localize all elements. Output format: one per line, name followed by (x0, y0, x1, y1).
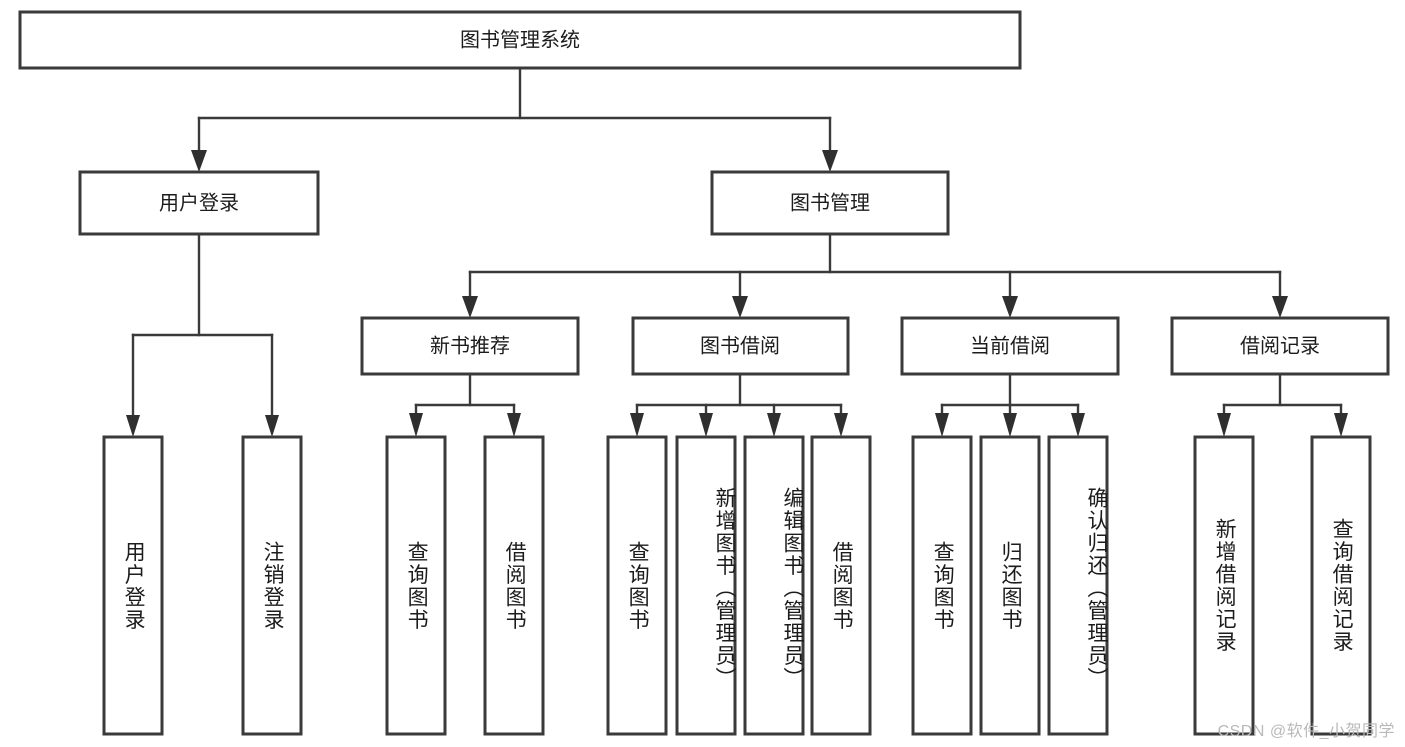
leaf-user-login-1-label: 注销登录 (261, 540, 285, 631)
node-root-book-management-system[interactable]: 图书管理系统 (18, 10, 1022, 70)
leaf-book-borrow-3-box (810, 435, 872, 736)
leaf-new-book-recommend-0-label: 查询图书 (405, 540, 429, 631)
connector-layer (126, 67, 1348, 437)
node-current-borrow-label: 当前借阅 (970, 334, 1050, 357)
node-book-management[interactable]: 图书管理 (710, 170, 950, 236)
leaf-current-borrow-0[interactable]: 查询图书 (911, 435, 973, 736)
node-book-borrow-label: 图书借阅 (700, 334, 780, 357)
node-root-label: 图书管理系统 (460, 28, 580, 51)
arrow-currentborrow-l3 (1071, 413, 1085, 437)
arrow-borrowrecord-l2 (1334, 413, 1348, 437)
leaf-borrow-record-0-box (1193, 435, 1255, 736)
leaf-current-borrow-1-box (979, 435, 1041, 736)
leaf-borrow-record-0[interactable]: 新增借阅记录 (1193, 435, 1255, 736)
leaf-book-borrow-1[interactable]: 新增图书（管理员） (675, 435, 737, 736)
node-book-borrow-box (631, 316, 850, 376)
leaf-user-login-1-box (241, 435, 303, 736)
node-current-borrow-box (900, 316, 1120, 376)
leaf-user-login-0-box (102, 435, 164, 736)
node-new-book-recommend-label: 新书推荐 (430, 334, 510, 357)
leaf-user-login-1[interactable]: 注销登录 (241, 435, 303, 736)
node-new-book-recommend-box (360, 316, 580, 376)
leaf-current-borrow-0-label: 查询图书 (931, 540, 955, 631)
leaf-book-borrow-1-box (675, 435, 737, 736)
arrow-bookborrow-l4 (834, 413, 848, 437)
arrow-currentborrow-l1 (935, 413, 949, 437)
node-root-box (18, 10, 1022, 70)
leaf-book-borrow-1-label: 新增图书（管理员） (713, 487, 736, 690)
leaf-borrow-record-0-label: 新增借阅记录 (1213, 518, 1237, 653)
arrow-root-to-bookmgmt (822, 150, 838, 172)
leaf-borrow-record-1[interactable]: 查询借阅记录 (1310, 435, 1372, 736)
leaf-book-borrow-2-label: 编辑图书（管理员） (781, 487, 804, 690)
leaf-book-borrow-0[interactable]: 查询图书 (606, 435, 668, 736)
leaf-current-borrow-0-box (911, 435, 973, 736)
leaf-borrow-record-1-label: 查询借阅记录 (1330, 518, 1354, 653)
node-borrow-record[interactable]: 借阅记录 (1170, 316, 1390, 376)
leaf-current-borrow-2-box (1047, 435, 1109, 736)
arrow-newbook-l1 (409, 413, 423, 437)
leaf-current-borrow-2[interactable]: 确认归还（管理员） (1047, 435, 1109, 736)
arrow-currentborrow-l2 (1003, 413, 1017, 437)
node-user-login[interactable]: 用户登录 (78, 170, 320, 236)
arrow-bookmgmt-c1 (462, 296, 478, 318)
arrow-bookmgmt-c4 (1272, 296, 1288, 318)
node-book-management-box (710, 170, 950, 236)
leaf-new-book-recommend-1[interactable]: 借阅图书 (483, 435, 545, 736)
leaf-book-borrow-2[interactable]: 编辑图书（管理员） (743, 435, 805, 736)
node-borrow-record-box (1170, 316, 1390, 376)
leaf-current-borrow-1[interactable]: 归还图书 (979, 435, 1041, 736)
arrow-bookborrow-l3 (767, 413, 781, 437)
node-current-borrow[interactable]: 当前借阅 (900, 316, 1120, 376)
leaf-current-borrow-1-label: 归还图书 (999, 540, 1023, 631)
arrow-bookmgmt-c2 (732, 296, 748, 318)
leaf-book-borrow-0-box (606, 435, 668, 736)
node-new-book-recommend[interactable]: 新书推荐 (360, 316, 580, 376)
leaf-current-borrow-2-label: 确认归还（管理员） (1085, 487, 1108, 690)
leaf-borrow-record-1-box (1310, 435, 1372, 736)
leaf-new-book-recommend-0[interactable]: 查询图书 (385, 435, 447, 736)
node-user-login-label: 用户登录 (159, 191, 239, 214)
arrow-borrowrecord-l1 (1217, 413, 1231, 437)
node-book-management-label: 图书管理 (790, 191, 870, 214)
leaf-book-borrow-3[interactable]: 借阅图书 (810, 435, 872, 736)
leaf-user-login-0-label: 用户登录 (122, 540, 146, 631)
node-user-login-box (78, 170, 320, 236)
leaf-new-book-recommend-0-box (385, 435, 447, 736)
leaf-new-book-recommend-1-label: 借阅图书 (503, 540, 527, 631)
arrow-bookmgmt-c3 (1002, 296, 1018, 318)
arrow-userlogin-l2 (265, 415, 279, 437)
node-book-borrow[interactable]: 图书借阅 (631, 316, 850, 376)
arrow-newbook-l2 (507, 413, 521, 437)
arrow-root-to-userlogin (191, 150, 207, 172)
arrow-bookborrow-l2 (699, 413, 713, 437)
leaf-new-book-recommend-1-box (483, 435, 545, 736)
arrow-bookborrow-l1 (630, 413, 644, 437)
leaf-book-borrow-3-label: 借阅图书 (830, 540, 854, 631)
leaf-user-login-0[interactable]: 用户登录 (102, 435, 164, 736)
leaf-book-borrow-0-label: 查询图书 (626, 540, 650, 631)
leaf-book-borrow-2-box (743, 435, 805, 736)
node-borrow-record-label: 借阅记录 (1240, 334, 1320, 357)
arrow-userlogin-l1 (126, 415, 140, 437)
